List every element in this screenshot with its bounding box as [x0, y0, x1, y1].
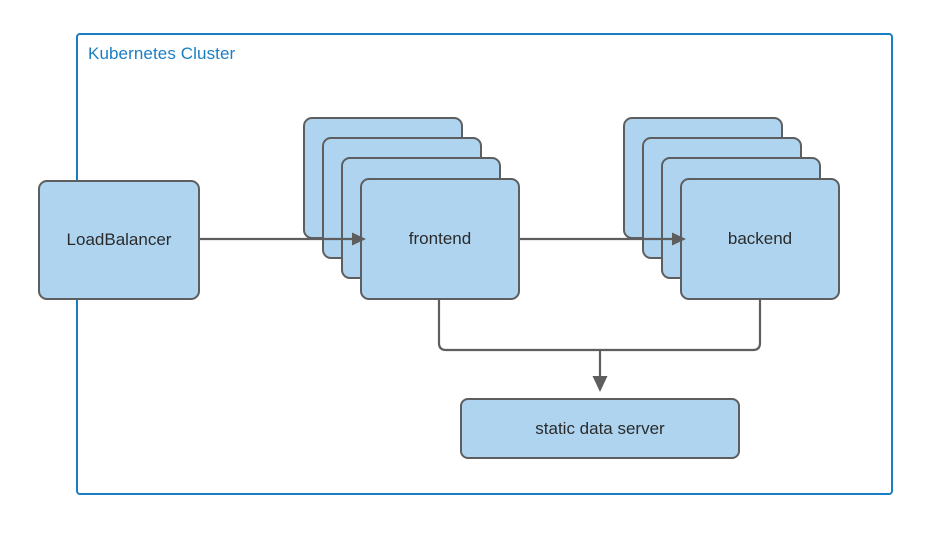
backend-replica-1[interactable]: backend — [680, 178, 840, 300]
node-static-data-server-label: static data server — [535, 418, 665, 438]
node-loadbalancer[interactable]: LoadBalancer — [38, 180, 200, 300]
node-static-data-server[interactable]: static data server — [460, 398, 740, 459]
cluster-label: Kubernetes Cluster — [88, 44, 236, 63]
node-backend-label: backend — [727, 229, 793, 248]
node-backend-stack[interactable]: backend — [623, 117, 843, 301]
frontend-replica-1[interactable]: frontend — [360, 178, 520, 300]
node-frontend-label: frontend — [408, 229, 472, 248]
node-loadbalancer-label: LoadBalancer — [66, 230, 172, 249]
node-frontend-stack[interactable]: frontend — [303, 117, 523, 301]
